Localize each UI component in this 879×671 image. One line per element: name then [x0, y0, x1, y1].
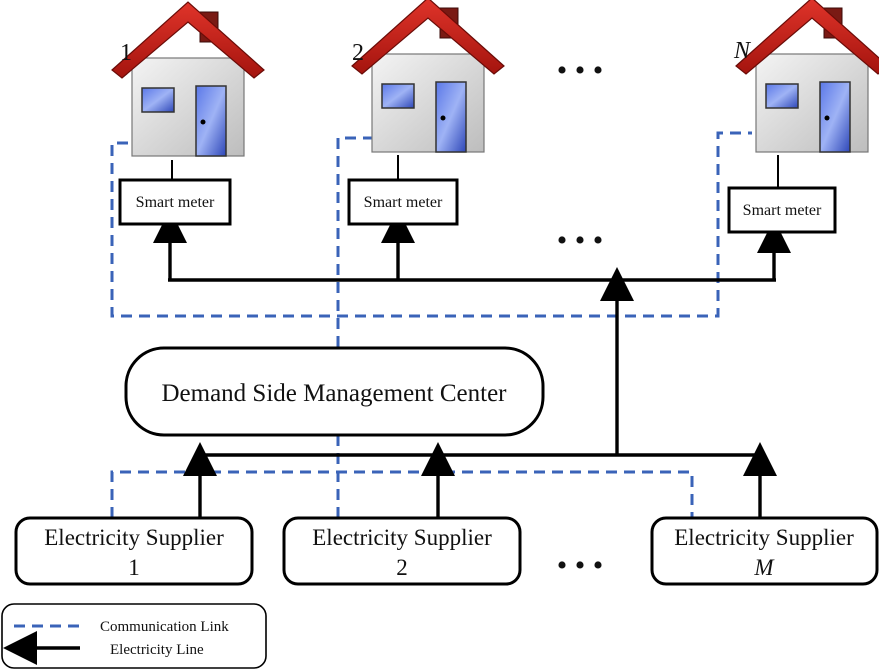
smart-meter-box: [727, 186, 837, 234]
communication-links: [110, 131, 752, 518]
house-1: 1: [111, 1, 265, 157]
dsm-center-box: [124, 346, 545, 437]
dsm-center-label: Demand Side Management Center: [161, 380, 507, 407]
smart-meter-label: Smart meter: [136, 194, 215, 211]
comm-link-house-1: [110, 131, 752, 318]
legend-box: [1, 603, 267, 669]
house-n: N: [733, 0, 879, 153]
electricity-supplier-1: Electricity Supplier 1: [14, 516, 254, 586]
supplier-name: Electricity Supplier: [312, 525, 492, 550]
supplier-name: Electricity Supplier: [674, 525, 854, 550]
smart-meter-1: Smart meter: [118, 178, 232, 226]
supplier-box: [282, 516, 522, 586]
supplier-number: M: [753, 555, 775, 580]
meters-ellipsis: • • •: [557, 224, 604, 257]
legend-communication-link: Communication Link: [100, 619, 229, 635]
house-icon: [351, 0, 505, 153]
houses-ellipsis: • • •: [557, 54, 604, 87]
supplier-name: Electricity Supplier: [44, 525, 224, 550]
supplier-number: 2: [396, 555, 408, 580]
smart-meter-2: Smart meter: [347, 178, 459, 226]
supplier-box: [14, 516, 254, 586]
smart-meter-label: Smart meter: [364, 194, 443, 211]
legend-electricity-line: Electricity Line: [110, 642, 204, 658]
house-2: 2: [351, 0, 505, 153]
electricity-lines: [153, 155, 791, 518]
legend: Communication Link Electricity Line: [1, 603, 267, 669]
electricity-supplier-m: Electricity Supplier M: [650, 516, 879, 586]
smart-meter-label: Smart meter: [743, 202, 822, 219]
comm-link-house-2: [336, 136, 374, 348]
house-label: 1: [120, 40, 132, 66]
comm-link-suppliers-bus: [110, 470, 694, 518]
house-label: 2: [352, 40, 364, 66]
house-icon: [111, 1, 265, 157]
house-icon: [735, 0, 879, 153]
supplier-box: [650, 516, 879, 586]
electricity-supplier-2: Electricity Supplier 2: [282, 516, 522, 586]
smart-meter-box: [347, 178, 459, 226]
suppliers-ellipsis: • • •: [557, 549, 604, 582]
house-label: N: [733, 38, 752, 64]
smart-meter-box: [118, 178, 232, 226]
demand-side-management-center: Demand Side Management Center: [124, 346, 545, 437]
supplier-number: 1: [128, 555, 140, 580]
smart-meter-n: Smart meter: [727, 186, 837, 234]
